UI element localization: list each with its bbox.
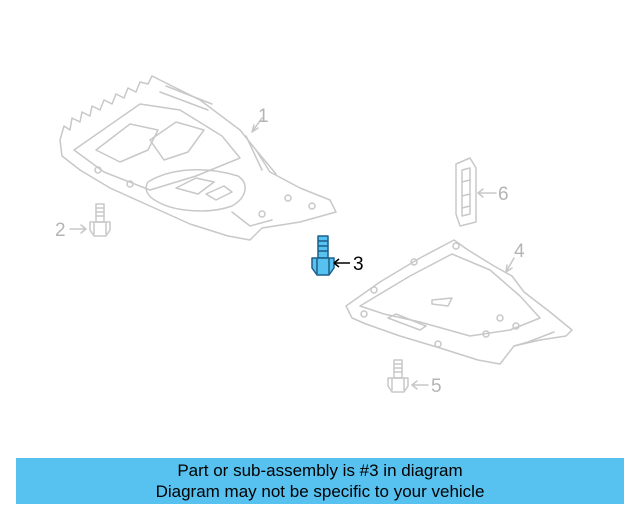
callout-number-4: 4 <box>514 241 525 262</box>
rear-underbody-cover-part-4 <box>345 239 573 365</box>
bolt-part-5 <box>387 359 429 393</box>
callout-number-1: 1 <box>258 106 269 127</box>
callout-number-5: 5 <box>431 376 442 397</box>
callout-number-3: 3 <box>353 254 364 275</box>
callout-number-2: 2 <box>55 220 66 241</box>
banner-line-part-reference: Part or sub-assembly is #3 in diagram <box>177 461 463 480</box>
part-info-banner: Part or sub-assembly is #3 in diagram Di… <box>16 458 624 504</box>
highlighted-bolt-part-3 <box>311 235 350 276</box>
bracket-part-6 <box>455 157 497 227</box>
bolt-part-2 <box>69 203 111 237</box>
banner-line-disclaimer: Diagram may not be specific to your vehi… <box>155 482 485 501</box>
callout-number-6: 6 <box>498 184 509 205</box>
front-underbody-cover-part-1 <box>59 75 337 241</box>
